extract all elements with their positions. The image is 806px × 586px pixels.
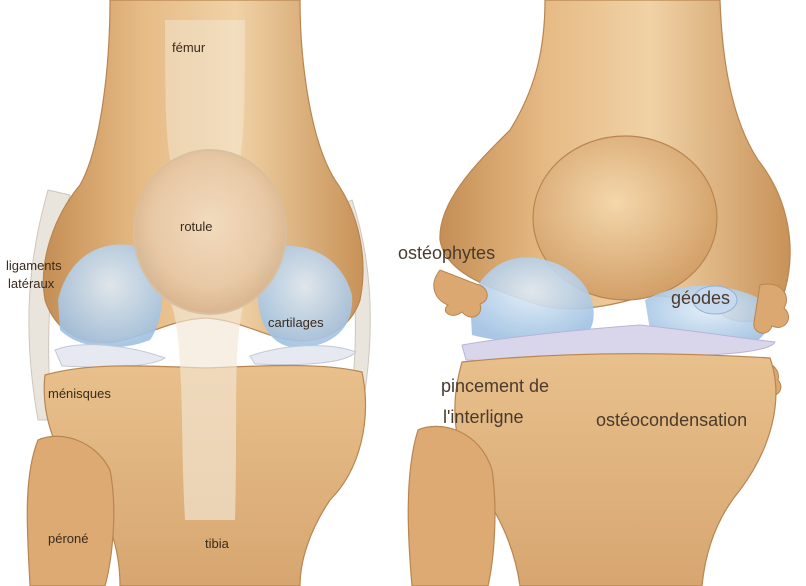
label-femur: fémur xyxy=(172,40,205,55)
label-patella: rotule xyxy=(180,219,213,234)
label-geodes: géodes xyxy=(671,288,730,309)
label-menisci: ménisques xyxy=(48,386,111,401)
label-lateral-ligaments-line1: ligaments xyxy=(6,258,62,273)
osteophyte-right xyxy=(754,284,789,333)
label-osteophytes: ostéophytes xyxy=(398,243,495,264)
label-cartilages: cartilages xyxy=(268,315,324,330)
label-joint-narrowing-line1: pincement de xyxy=(441,376,549,397)
label-lateral-ligaments-line2: latéraux xyxy=(8,276,54,291)
label-osteosclerosis: ostéocondensation xyxy=(596,410,747,431)
label-tibia: tibia xyxy=(205,536,229,551)
meniscus-left xyxy=(55,345,165,367)
fibula-bone xyxy=(27,436,114,586)
fibula-bone-arthritic xyxy=(408,426,495,586)
healthy-knee xyxy=(27,0,370,586)
label-joint-narrowing-line2: l'interligne xyxy=(443,407,523,428)
arthritic-knee xyxy=(408,0,790,586)
meniscus-right xyxy=(250,346,356,365)
label-fibula: péroné xyxy=(48,531,88,546)
